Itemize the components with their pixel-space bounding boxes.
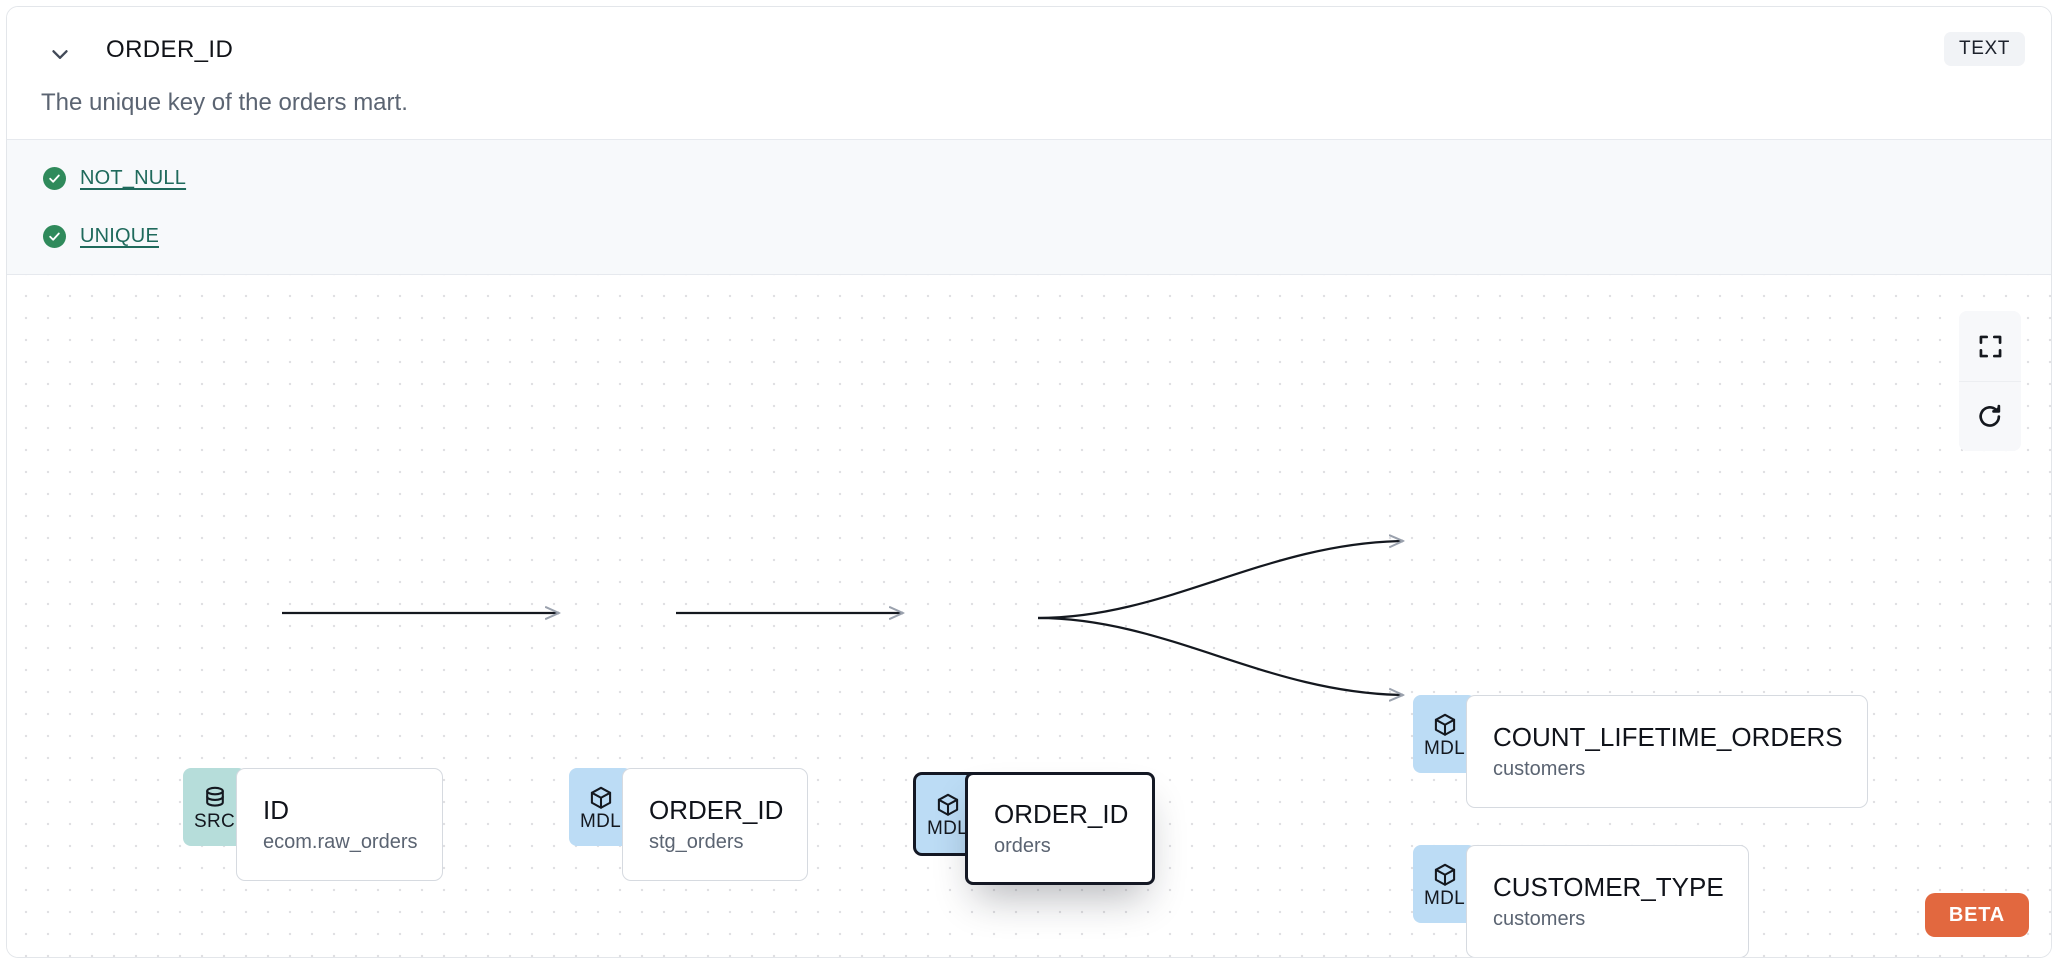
node-name: CUSTOMER_TYPE: [1493, 871, 1724, 902]
node-kind-label: MDL: [1423, 738, 1465, 759]
node-name: COUNT_LIFETIME_ORDERS: [1493, 721, 1843, 752]
lineage-node-id[interactable]: SRC ID ecom.raw_orders: [183, 768, 443, 881]
node-kind-label: MDL: [926, 818, 968, 839]
node-body: CUSTOMER_TYPE customers: [1466, 845, 1749, 957]
column-description: The unique key of the orders mart.: [41, 89, 408, 116]
test-row: UNIQUE: [43, 222, 159, 250]
cube-icon: [937, 793, 958, 816]
node-source: customers: [1493, 907, 1586, 930]
node-kind-label: MDL: [579, 811, 621, 832]
database-icon: [205, 786, 224, 807]
lineage-node-count-lifetime-orders[interactable]: MDL COUNT_LIFETIME_ORDERS customers: [1413, 695, 1868, 808]
node-kind-badge: SRC: [183, 768, 246, 846]
node-name: ID: [263, 794, 289, 825]
edge-orders-count: [1037, 541, 1403, 620]
tests-section: NOT_NULL UNIQUE: [7, 139, 2051, 275]
test-row: NOT_NULL: [43, 164, 186, 192]
node-kind-badge: MDL: [569, 768, 632, 846]
node-body: COUNT_LIFETIME_ORDERS customers: [1466, 695, 1868, 808]
beta-badge[interactable]: BETA: [1924, 893, 2029, 937]
fullscreen-icon: [1979, 335, 2001, 357]
test-link-unique[interactable]: UNIQUE: [80, 224, 159, 247]
page-title: ORDER_ID: [106, 36, 234, 63]
node-body: ORDER_ID orders: [965, 772, 1156, 885]
node-source: customers: [1493, 757, 1586, 780]
canvas-controls: [1959, 311, 2021, 451]
check-circle-icon: [43, 224, 66, 248]
cube-icon: [1434, 713, 1455, 736]
node-source: orders: [994, 834, 1051, 857]
node-name: ORDER_ID: [649, 794, 784, 825]
node-source: stg_orders: [649, 830, 744, 853]
column-header: ORDER_ID TEXT The unique key of the orde…: [7, 7, 2051, 139]
node-body: ORDER_ID stg_orders: [622, 768, 809, 881]
node-name: ORDER_ID: [994, 798, 1129, 829]
lineage-node-customer-type[interactable]: MDL CUSTOMER_TYPE customers: [1413, 845, 1749, 957]
chevron-down-icon[interactable]: [45, 39, 75, 69]
node-kind-badge: MDL: [1413, 695, 1476, 773]
cube-icon: [1434, 863, 1455, 886]
test-link-not-null[interactable]: NOT_NULL: [80, 166, 187, 189]
lineage-node-orders[interactable]: MDL ORDER_ID orders: [913, 772, 1156, 885]
lineage-canvas[interactable]: SRC ID ecom.raw_orders MDL: [7, 275, 2051, 957]
node-kind-label: SRC: [193, 811, 235, 832]
panel-card: ORDER_ID TEXT The unique key of the orde…: [6, 6, 2052, 958]
node-kind-label: MDL: [1423, 888, 1465, 909]
edge-orders-custtype: [1037, 616, 1403, 695]
lineage-node-stg-orders[interactable]: MDL ORDER_ID stg_orders: [569, 768, 809, 881]
check-circle-icon: [43, 166, 66, 190]
node-body: ID ecom.raw_orders: [236, 768, 443, 881]
node-kind-badge: MDL: [1413, 845, 1476, 923]
data-type-badge: TEXT: [1944, 32, 2025, 66]
refresh-icon: [1979, 404, 2001, 427]
cube-icon: [590, 786, 611, 809]
node-source: ecom.raw_orders: [263, 830, 418, 853]
reset-button[interactable]: [1959, 381, 2021, 451]
fit-view-button[interactable]: [1959, 311, 2021, 381]
